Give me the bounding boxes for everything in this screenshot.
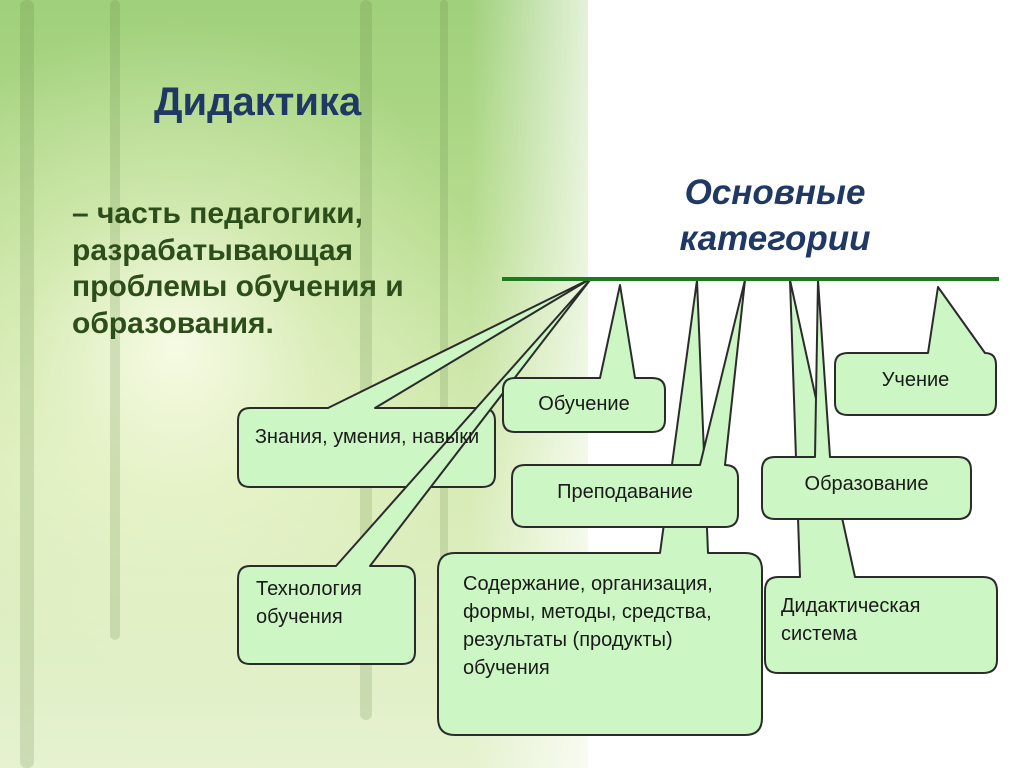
callout-education <box>761 279 972 520</box>
callout-instruction <box>511 279 746 528</box>
callout-didactic-system <box>764 279 998 674</box>
slide-title: Дидактика <box>154 80 362 124</box>
label-education: Образование <box>804 473 929 495</box>
callout-content <box>437 279 763 736</box>
callout-learning <box>834 286 997 416</box>
label-technology: Технология обучения <box>256 578 362 628</box>
callout-teaching-process <box>502 284 666 433</box>
tree-trunk <box>440 0 448 600</box>
label-teaching-process: Обучение <box>538 393 630 415</box>
label-learning: Учение <box>881 369 950 391</box>
label-content: Содержание, организация, формы, методы, … <box>463 573 713 679</box>
categories-heading: Основные категории <box>679 173 871 258</box>
label-instruction: Преподавание <box>557 481 693 503</box>
definition-text: – часть педагогики, разрабатывающая проб… <box>72 197 404 340</box>
label-didactic-system: Дидактическая система <box>781 595 921 645</box>
tree-trunk <box>110 0 120 640</box>
tree-trunk <box>20 0 34 768</box>
label-knowledge: Знания, умения, навыки <box>254 426 480 448</box>
callout-technology <box>237 279 591 665</box>
